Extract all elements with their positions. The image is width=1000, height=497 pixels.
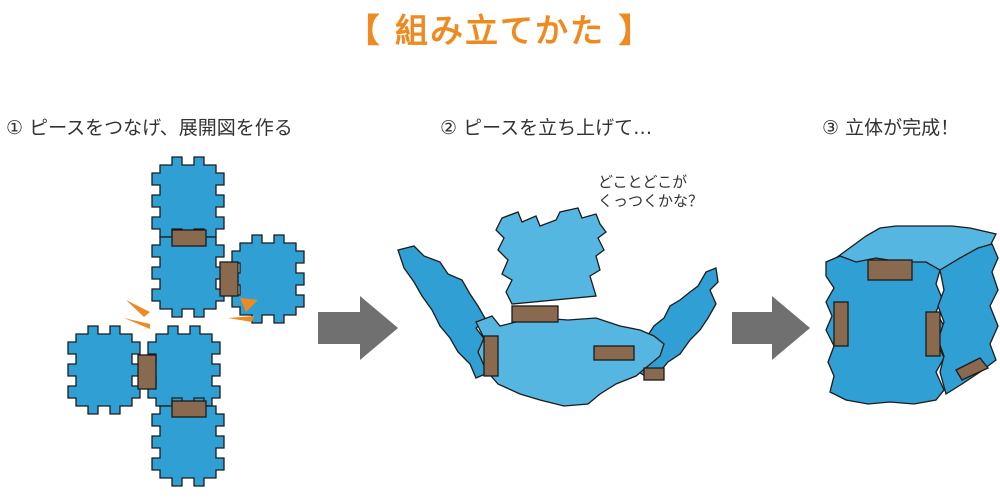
step-1-label: ① ピースをつなげ、展開図を作る xyxy=(6,117,293,139)
question-note-line-1: どことどこが xyxy=(598,173,688,191)
rising-pieces xyxy=(397,207,719,407)
cube-front xyxy=(825,255,945,405)
connector xyxy=(483,335,499,377)
left-flap xyxy=(397,245,491,379)
connector xyxy=(171,229,207,247)
connector xyxy=(867,259,913,281)
connector xyxy=(925,311,941,357)
connector xyxy=(511,305,559,323)
net-piece xyxy=(67,325,141,415)
right-arrow-icon xyxy=(318,296,398,360)
connector xyxy=(643,367,665,381)
step-2-label: ② ピースを立ち上げて… xyxy=(440,117,653,139)
connector xyxy=(593,345,635,361)
right-arrow-icon xyxy=(732,296,810,360)
connector xyxy=(219,261,239,297)
step-3-label: ③ 立体が完成！ xyxy=(822,117,960,139)
page-title: 【 組み立てかた 】 xyxy=(346,11,654,50)
connector xyxy=(833,301,849,347)
attention-marks-icon xyxy=(124,298,258,329)
connector xyxy=(171,400,207,418)
back-piece xyxy=(495,207,607,305)
cube-side xyxy=(937,243,999,396)
connector xyxy=(137,354,157,390)
question-note: どことどこが くっつくかな？ xyxy=(598,173,703,211)
front-base xyxy=(475,315,665,407)
unfolded-net xyxy=(67,156,305,487)
net-piece xyxy=(231,234,305,324)
completed-cube xyxy=(825,225,999,405)
connector xyxy=(955,357,990,381)
question-note-line-2: くっつくかな？ xyxy=(598,192,704,210)
